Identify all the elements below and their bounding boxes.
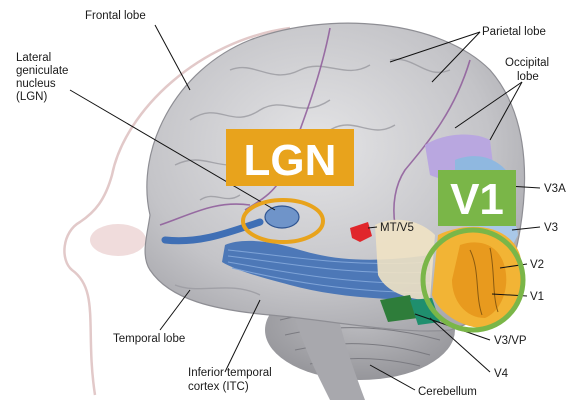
v2-label: V2: [530, 259, 544, 271]
labels: Frontal lobe Parietal lobe Occipital lob…: [16, 10, 566, 398]
lgn-highlight-circle: [241, 198, 325, 244]
v4-label: V4: [494, 368, 509, 380]
parietal-lobe-label: Parietal lobe: [482, 26, 546, 38]
optic-nerve: [161, 218, 264, 245]
occipital-lobe-label-line1: Occipital: [505, 57, 549, 69]
v4-area: [410, 298, 440, 325]
cerebellum-label: Cerebellum: [418, 386, 477, 398]
itc-label-line2: cortex (ITC): [188, 381, 249, 393]
v3-label: V3: [544, 222, 558, 234]
temporal-lobe-label: Temporal lobe: [113, 333, 185, 345]
v1-label: V1: [530, 291, 544, 303]
v3a-label: V3A: [544, 183, 566, 195]
v3vp-area: [380, 295, 418, 322]
leader-lines: [69, 24, 541, 391]
lgn-structure: [264, 205, 300, 229]
eye-shape: [90, 224, 146, 256]
v1-sulci: [469, 247, 499, 316]
lgn-full-label-line2: geniculate: [16, 65, 68, 77]
lgn-full-label-line4: (LGN): [16, 91, 47, 103]
frontal-lobe-label: Frontal lobe: [85, 10, 146, 22]
lgn-full-label-line1: Lateral: [16, 52, 51, 64]
v1-badge: V1: [438, 170, 516, 226]
mt-v5-area: [350, 222, 372, 242]
occipital-lobe-label-line2: lobe: [517, 71, 539, 83]
lgn-badge: LGN: [226, 129, 354, 186]
v1-area: [452, 242, 507, 318]
lgn-full-label-line3: nucleus: [16, 78, 56, 90]
head-outline: [63, 26, 291, 396]
v1-badge-text: V1: [450, 175, 504, 224]
v3vp-label: V3/VP: [494, 335, 527, 347]
dorsal-area: [375, 219, 435, 300]
lgn-badge-text: LGN: [244, 136, 337, 185]
mt-v5-label: MT/V5: [380, 222, 414, 234]
itc-label-line1: Inferior temporal: [188, 367, 272, 379]
brainstem-shape: [290, 300, 365, 400]
v1-highlight-circle: [420, 227, 526, 333]
